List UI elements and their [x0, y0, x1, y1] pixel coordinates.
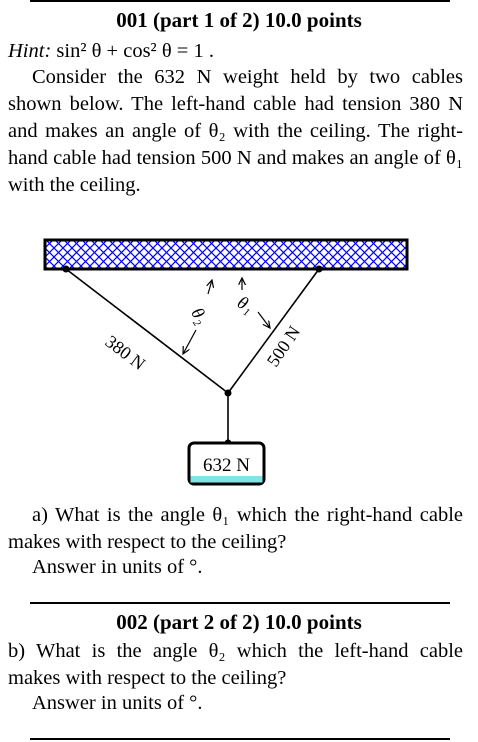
weight-box	[187, 441, 266, 486]
theta1-label: θ₁	[234, 292, 257, 317]
junction-knot	[224, 389, 232, 397]
part1-heading: 001 (part 1 of 2) 10.0 points	[116, 8, 362, 32]
weight-base-strip	[190, 476, 263, 483]
part2-answer-units: Answer in units of °.	[32, 692, 203, 714]
part1-answer-units: Answer in units of °.	[32, 556, 203, 578]
theta2-arc-arrow	[208, 280, 212, 295]
problem-statement: Consider the 632 N weight held by two ca…	[8, 66, 463, 196]
theta2-arc-arrow-lower	[183, 329, 197, 354]
bottom-rule	[30, 738, 450, 740]
hint-label: Hint:	[8, 40, 52, 62]
left-anchor	[62, 265, 70, 273]
cable-diagram: θ₂ θ₁ 380 N 500 N 632 N	[43, 238, 409, 486]
weight-label: 632 N	[203, 455, 250, 476]
theta1-arc-arrow-lower	[257, 311, 270, 328]
right-anchor	[315, 265, 323, 273]
part1-question: a) What is the angle θ₁ which the right-…	[8, 504, 463, 553]
separator-rule	[30, 602, 450, 604]
theta2-label: θ₂	[187, 304, 212, 327]
hint-line: Hint: sin² θ + cos² θ = 1 .	[8, 40, 214, 63]
right-cable-label: 500 N	[263, 322, 304, 370]
left-cable-label: 380 N	[102, 331, 150, 374]
hint-formula: sin² θ + cos² θ = 1 .	[56, 40, 214, 62]
part2-question: b) What is the angle θ₂ which the left-h…	[8, 640, 463, 689]
left-cable	[65, 268, 229, 394]
ceiling	[43, 238, 409, 271]
part2-heading: 002 (part 2 of 2) 10.0 points	[116, 610, 362, 634]
top-rule	[30, 0, 450, 2]
right-cable	[227, 268, 320, 394]
